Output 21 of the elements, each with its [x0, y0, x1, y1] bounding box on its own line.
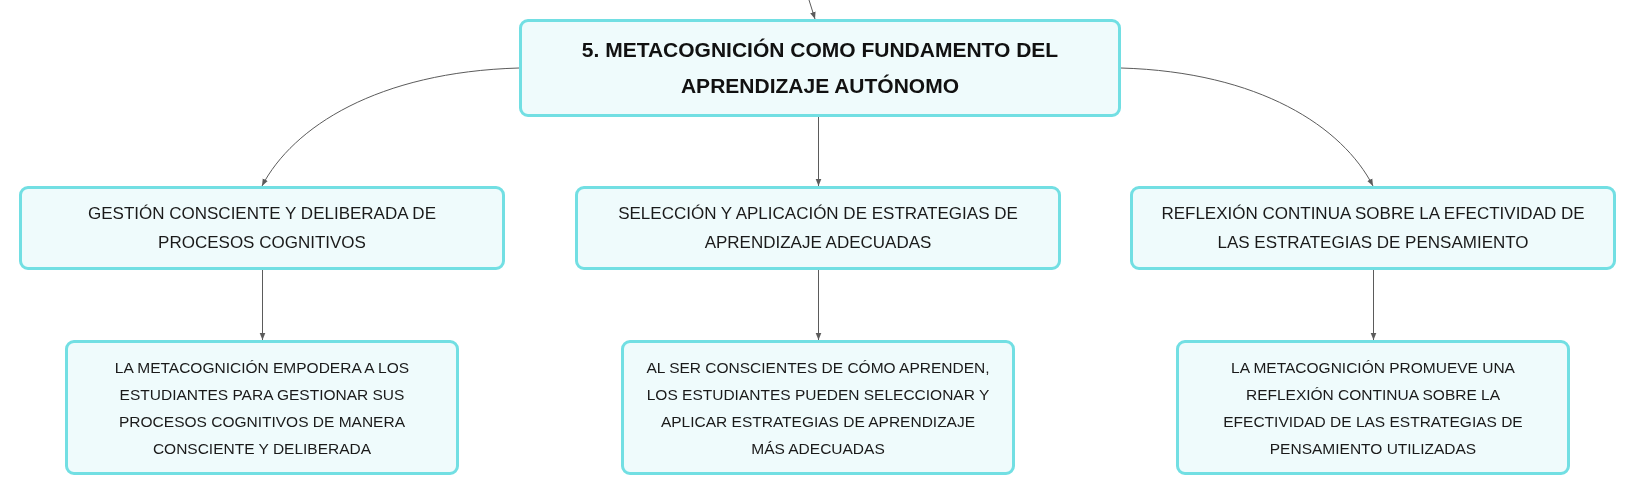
detail-box	[621, 340, 1015, 475]
detail-text: LA METACOGNICIÓN PROMUEVE UNA REFLEXIÓN CONTINUA SOBRE LA EFECTIVIDAD DE LAS ESTRATEGIAS DE PENSAMIENTO UTILIZADAS	[1222, 357, 1524, 459]
arrow	[1370, 269, 1377, 341]
detail-box	[1176, 340, 1570, 475]
detail-text: AL SER CONSCIENTES DE CÓMO APRENDEN, LOS ESTUDIANTES PUEDEN SELECCIONAR Y APLICAR ESTRATEGIAS DE APRENDIZAJE MÁS ADECUADAS	[645, 357, 991, 459]
subtopic-text: GESTIÓN CONSCIENTE Y DELIBERADA DE PROCESOS COGNITIVOS	[87, 203, 437, 254]
detail-text: LA METACOGNICIÓN EMPODERA A LOS ESTUDIANTES PARA GESTIONAR SUS PROCESOS COGNITIVOS DE MANERA CONSCIENTE Y DELIBERADA	[113, 357, 411, 459]
arrow	[259, 269, 266, 341]
arrow	[815, 116, 822, 187]
arrow	[808, 0, 816, 20]
subtopic-box	[1130, 186, 1616, 270]
central-topic-box	[519, 19, 1121, 117]
central-topic-text: 5. METACOGNICIÓN COMO FUNDAMENTO DEL APRENDIZAJE AUTÓNOMO	[580, 37, 1060, 99]
arrow	[815, 269, 822, 341]
subtopic-text: REFLEXIÓN CONTINUA SOBRE LA EFECTIVIDAD DE LAS ESTRATEGIAS DE PENSAMIENTO	[1160, 203, 1586, 254]
subtopic-text: SELECCIÓN Y APLICACIÓN DE ESTRATEGIAS DE APRENDIZAJE ADECUADAS	[617, 203, 1019, 254]
subtopic-box	[19, 186, 505, 270]
detail-box	[65, 340, 459, 475]
subtopic-box	[575, 186, 1061, 270]
arrow	[261, 67, 520, 187]
arrow	[1120, 67, 1374, 187]
